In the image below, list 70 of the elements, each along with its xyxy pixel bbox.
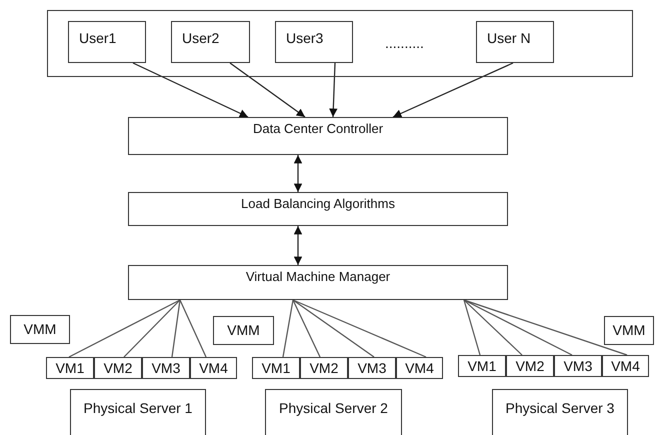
connector-line <box>292 299 426 358</box>
process-box <box>128 265 508 300</box>
node-label: User N <box>487 30 531 46</box>
connector-line <box>171 300 181 358</box>
node-label: VM4 <box>405 358 434 378</box>
node-label: VM1 <box>262 358 290 378</box>
vm-cell <box>300 357 348 379</box>
user-box <box>171 21 250 63</box>
vmm-box <box>213 316 274 345</box>
node-label: VMM <box>612 321 646 340</box>
node-label: VM3 <box>152 358 180 378</box>
node-label: VMM <box>227 321 260 340</box>
node-label: VM1 <box>468 356 496 376</box>
node-label: User2 <box>182 30 220 46</box>
vm-cell <box>348 357 396 379</box>
connector-line <box>282 300 294 358</box>
server-box <box>492 389 628 435</box>
node-label: User3 <box>286 30 324 46</box>
arrow <box>132 62 248 118</box>
node-label: Virtual Machine Manager <box>246 268 390 286</box>
server-box <box>70 389 206 435</box>
connector-line <box>68 299 180 358</box>
vm-cell <box>506 355 554 377</box>
vm-cell <box>142 357 190 379</box>
node-label: VM2 <box>310 358 338 378</box>
node-label: VM2 <box>516 356 544 376</box>
vm-cell <box>396 357 443 379</box>
node-label: Physical Server 2 <box>279 399 388 418</box>
ellipsis-label: .......... <box>385 34 424 53</box>
vmm-box <box>10 315 70 344</box>
node-label: Physical Server 1 <box>84 399 192 418</box>
node-label: User1 <box>79 30 116 46</box>
node-label: VMM <box>24 320 56 339</box>
connector-line <box>292 300 321 358</box>
connector-line <box>179 300 207 358</box>
vm-cell <box>46 357 94 379</box>
vm-cell <box>458 355 506 377</box>
node-label: VM1 <box>56 358 84 378</box>
arrow <box>329 62 338 118</box>
user-box <box>68 21 146 63</box>
arrow <box>392 62 514 118</box>
user-box <box>476 21 554 63</box>
node-label: Data Center Controller <box>252 120 384 138</box>
node-label: Load Balancing Algorithms <box>241 195 395 213</box>
connector-line <box>292 300 374 358</box>
process-box <box>128 117 508 155</box>
vmm-box <box>604 316 654 345</box>
node-label: VM2 <box>104 358 132 378</box>
connector-line <box>124 300 180 358</box>
connector-line <box>464 300 522 356</box>
connector-line <box>464 299 628 356</box>
node-label: VM4 <box>611 356 640 376</box>
node-label: Physical Server 3 <box>506 399 614 418</box>
vm-cell <box>190 357 237 379</box>
node-label: VM3 <box>358 358 386 378</box>
group-box <box>47 10 633 77</box>
vm-cell <box>94 357 142 379</box>
vm-cell <box>252 357 300 379</box>
arrow <box>294 155 302 192</box>
connector-line <box>464 299 572 356</box>
node-label: VM3 <box>564 356 592 376</box>
node-label: VM4 <box>199 358 228 378</box>
vm-cell <box>602 355 649 377</box>
connector-line <box>463 300 481 356</box>
arrow <box>294 226 302 265</box>
arrow <box>230 62 306 118</box>
process-box <box>128 192 508 226</box>
vm-cell <box>554 355 602 377</box>
user-box <box>275 21 353 63</box>
server-box <box>265 389 402 435</box>
